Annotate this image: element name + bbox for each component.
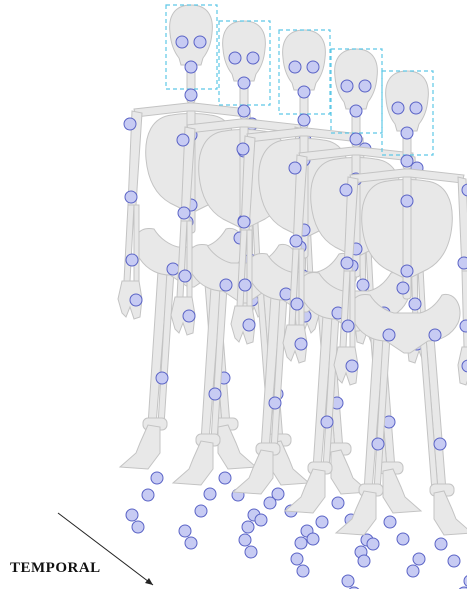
joint-keypoint xyxy=(179,525,191,537)
joint-keypoint xyxy=(126,254,138,266)
joint-keypoint xyxy=(269,397,281,409)
joint-keypoint xyxy=(289,61,301,73)
joint-keypoint xyxy=(401,127,413,139)
joint-keypoint xyxy=(340,184,352,196)
joint-keypoint xyxy=(264,497,276,509)
joint-keypoint xyxy=(255,514,267,526)
joint-keypoint xyxy=(316,516,328,528)
joint-keypoint xyxy=(243,319,255,331)
joint-keypoint xyxy=(448,555,460,567)
joint-keypoint xyxy=(342,320,354,332)
joint-keypoint xyxy=(124,118,136,130)
joint-keypoint xyxy=(372,438,384,450)
joint-keypoint xyxy=(195,505,207,517)
joint-keypoint xyxy=(219,472,231,484)
joint-keypoint xyxy=(229,52,241,64)
joint-keypoint xyxy=(341,257,353,269)
joint-keypoint xyxy=(383,329,395,341)
joint-keypoint xyxy=(142,489,154,501)
joint-keypoint xyxy=(204,488,216,500)
joint-keypoint xyxy=(238,77,250,89)
joint-keypoint xyxy=(126,509,138,521)
joint-keypoint xyxy=(247,52,259,64)
joint-keypoint xyxy=(321,416,333,428)
joint-keypoint xyxy=(237,143,249,155)
joint-keypoint xyxy=(167,263,179,275)
joint-keypoint xyxy=(346,360,358,372)
joint-keypoint xyxy=(410,102,422,114)
joint-keypoint xyxy=(156,372,168,384)
joint-keypoint xyxy=(332,497,344,509)
joint-keypoint xyxy=(350,105,362,117)
joint-keypoint xyxy=(185,61,197,73)
joint-keypoint xyxy=(291,298,303,310)
joint-keypoint xyxy=(194,36,206,48)
joint-keypoint xyxy=(245,546,257,558)
joint-keypoint xyxy=(298,114,310,126)
temporal-arrowhead-icon xyxy=(145,578,153,585)
joint-keypoint xyxy=(220,279,232,291)
joint-keypoint xyxy=(125,191,137,203)
joint-keypoint xyxy=(295,537,307,549)
joint-keypoint xyxy=(397,533,409,545)
joint-keypoint xyxy=(291,553,303,565)
joint-keypoint xyxy=(350,133,362,145)
joint-keypoint xyxy=(289,162,301,174)
joint-keypoint xyxy=(384,516,396,528)
joint-keypoint xyxy=(435,538,447,550)
joint-keypoint xyxy=(367,538,379,550)
joint-keypoint xyxy=(359,80,371,92)
joint-keypoint xyxy=(342,575,354,587)
joint-keypoint xyxy=(341,80,353,92)
joint-keypoint xyxy=(183,310,195,322)
joint-keypoint xyxy=(297,565,309,577)
joint-keypoint xyxy=(397,282,409,294)
joint-keypoint xyxy=(132,521,144,533)
joint-keypoint xyxy=(401,155,413,167)
joint-keypoint xyxy=(238,216,250,228)
joint-keypoint xyxy=(242,521,254,533)
joint-keypoint xyxy=(358,555,370,567)
joint-keypoint xyxy=(392,102,404,114)
joint-keypoint xyxy=(413,553,425,565)
joint-keypoint xyxy=(130,294,142,306)
joint-keypoint xyxy=(401,265,413,277)
joint-keypoint xyxy=(307,533,319,545)
joint-keypoint xyxy=(178,207,190,219)
joint-keypoint xyxy=(460,320,467,332)
joint-keypoint xyxy=(409,298,421,310)
joint-keypoint xyxy=(295,338,307,350)
joint-keypoint xyxy=(307,61,319,73)
joint-keypoint xyxy=(185,89,197,101)
joint-keypoint xyxy=(298,86,310,98)
joint-keypoint xyxy=(179,270,191,282)
joint-keypoint xyxy=(239,279,251,291)
joint-keypoint xyxy=(176,36,188,48)
joint-keypoint xyxy=(407,565,419,577)
joint-keypoint xyxy=(290,235,302,247)
joint-keypoint xyxy=(401,195,413,207)
joint-keypoint xyxy=(458,257,467,269)
joint-keypoint xyxy=(209,388,221,400)
joint-keypoint xyxy=(239,534,251,546)
joint-keypoint xyxy=(185,537,197,549)
joint-keypoint xyxy=(434,438,446,450)
skeleton-frames xyxy=(118,5,467,589)
joint-keypoint xyxy=(177,134,189,146)
joint-keypoint xyxy=(429,329,441,341)
temporal-label: TEMPORAL xyxy=(10,560,101,577)
joint-keypoint xyxy=(238,105,250,117)
joint-keypoint xyxy=(357,279,369,291)
joint-keypoint xyxy=(151,472,163,484)
